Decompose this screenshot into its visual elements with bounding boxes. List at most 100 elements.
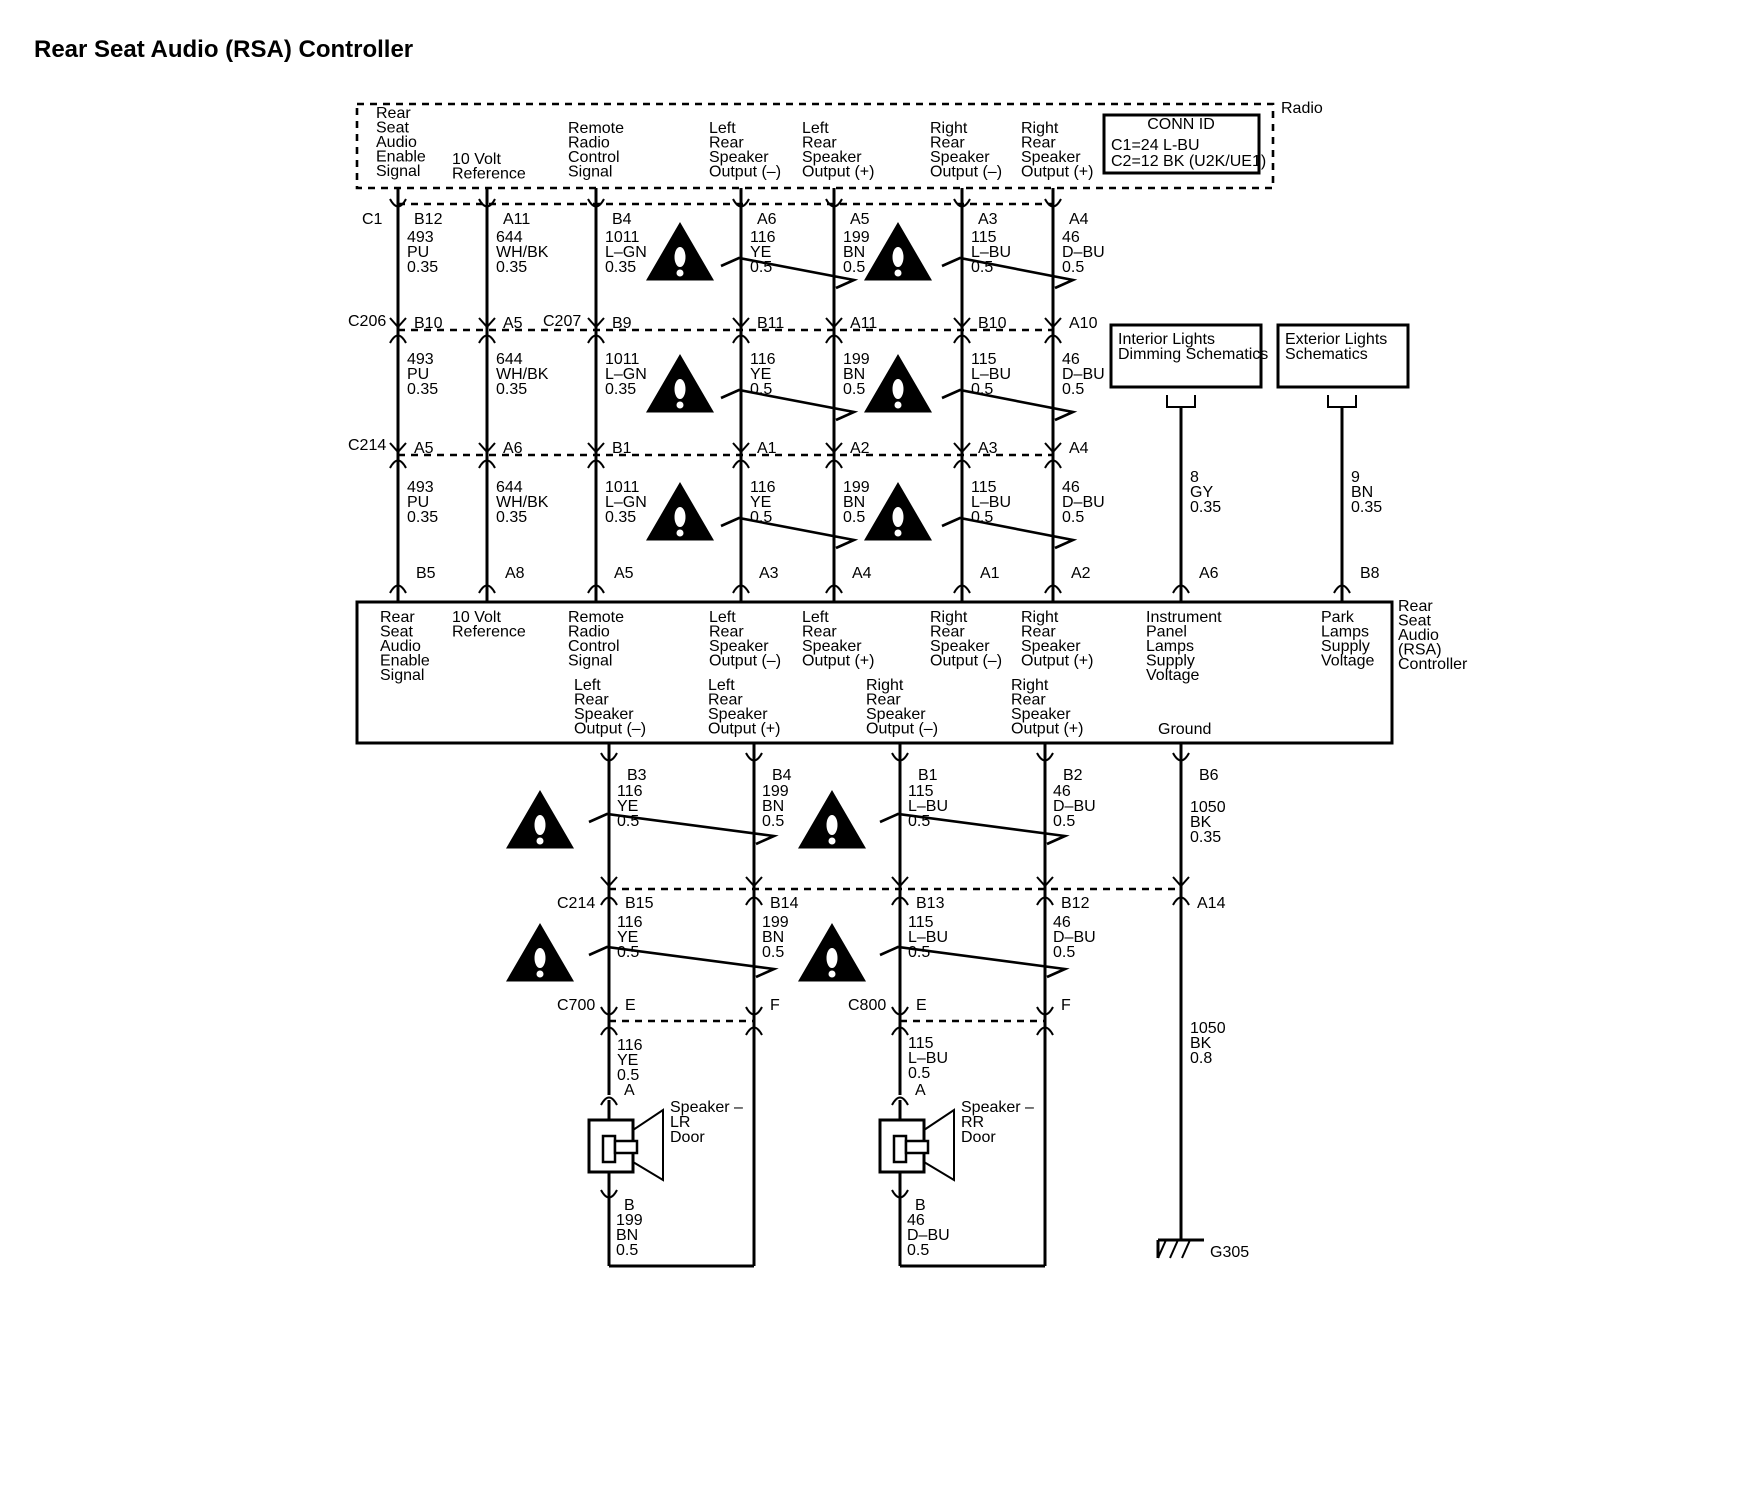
speaker-lr-coil: [601, 1134, 617, 1164]
radio-pin-7: A4: [1069, 211, 1089, 228]
seg2-circuit-1: 493: [407, 351, 434, 368]
seg3-circuit-7: 46: [1062, 479, 1080, 496]
rsa-top-label-3-line-4: Signal: [568, 653, 612, 670]
exterior-lights-bracket: [1327, 395, 1357, 408]
rsa-top-label-7-line-2: Rear: [1021, 624, 1056, 641]
c214-lower-female-3: [891, 896, 909, 906]
c700-pin-b: F: [770, 997, 780, 1014]
seg1-size-4: 0.5: [750, 259, 772, 276]
interior-wire-color: GY: [1190, 484, 1213, 501]
seg2-size-3: 0.35: [605, 381, 636, 398]
seg2-color-2: WH/BK: [496, 366, 549, 383]
seg3-size-3: 0.35: [605, 509, 636, 526]
rsa-top-label-4-line-1: Left: [709, 609, 736, 626]
rsa-top-label-6-line-1: Right: [930, 609, 968, 626]
interior-wire-size: 0.35: [1190, 499, 1221, 516]
c214-upper-male-7: [1044, 442, 1062, 454]
low1-twist-left: [588, 812, 779, 846]
seg2-circuit-4: 116: [750, 351, 776, 368]
rsa-top-terminal-5: [825, 584, 843, 594]
c214-lower-pin-1: B15: [625, 895, 654, 912]
seg1-size-3: 0.35: [605, 259, 636, 276]
radio-pin-label-4-line-4: Output (–): [709, 164, 781, 181]
ground-hatch-3: [1181, 1239, 1191, 1259]
radio-pin-label-1-line-3: Audio: [376, 134, 417, 151]
radio-pin-label-4-line-1: Left: [709, 120, 736, 137]
c214-lower-name: C214: [557, 895, 595, 912]
c206-male-1: [389, 317, 407, 329]
rsa-bottom-label-4-line-3: Speaker: [1011, 706, 1071, 723]
radio-pin-6: A3: [978, 211, 998, 228]
c206-pin-2: A5: [503, 315, 523, 332]
seg1-circuit-4: 116: [750, 229, 776, 246]
conn-id-header: CONN ID: [1147, 116, 1215, 133]
low2-size-4: 0.5: [1053, 944, 1075, 961]
c214-upper-female-3: [587, 459, 605, 469]
seg2-warning-right-icon-dot: [894, 401, 902, 409]
radio-pin-label-3-line-2: Radio: [568, 135, 610, 152]
rsa-top-pin-9: B8: [1360, 565, 1380, 582]
rsa-top-terminal-4: [732, 584, 750, 594]
radio-pin-label-2-line-1: 10 Volt: [452, 151, 501, 168]
speaker-lr-cone: [632, 1108, 664, 1182]
radio-pin-label-4-line-2: Rear: [709, 135, 744, 152]
seg3-twist-right: [941, 516, 1078, 550]
radio-pin-2: A11: [503, 211, 530, 228]
rsa-controller-label-line-3: Audio: [1398, 627, 1439, 644]
c214-lower-male-3: [891, 876, 909, 888]
rsa-top-label-9-line-4: Voltage: [1321, 653, 1374, 670]
low1-color-3: L–BU: [908, 798, 948, 815]
radio-terminal-1: [389, 198, 407, 208]
rsa-top-label-8-line-2: Panel: [1146, 624, 1187, 641]
seg1-warning-right-icon-dot: [894, 269, 902, 277]
radio-connector-c1: C1: [362, 211, 383, 228]
c207-name: C207: [543, 313, 581, 330]
c214-lower-pin-3: B13: [916, 895, 945, 912]
rsa-top-label-7-line-1: Right: [1021, 609, 1059, 626]
lr-a-color: YE: [617, 1052, 638, 1069]
low2-warning-right-icon-mark: [826, 948, 838, 968]
c214-upper-male-6: [953, 442, 971, 454]
ground-hatch-1: [1157, 1239, 1167, 1259]
seg1-twist-right: [941, 256, 1078, 290]
rsa-top-label-1-line-3: Audio: [380, 638, 421, 655]
rsa-top-label-1-line-2: Seat: [380, 624, 413, 641]
rsa-top-terminal-8: [1172, 584, 1190, 594]
rsa-top-terminal-6: [953, 584, 971, 594]
rsa-top-pin-3: A5: [614, 565, 634, 582]
low2-color-1: YE: [617, 929, 638, 946]
radio-pin-label-1-line-1: Rear: [376, 105, 411, 122]
speaker-rr-pin-b: B: [915, 1197, 926, 1214]
seg2-color-5: BN: [843, 366, 865, 383]
rsa-bottom-label-3-line-2: Rear: [866, 692, 901, 709]
rsa-top-pin-7: A2: [1071, 565, 1091, 582]
low1-size-4: 0.5: [1053, 813, 1075, 830]
ground-wire-size: 0.35: [1190, 829, 1221, 846]
c214-lower-female-2: [745, 896, 763, 906]
seg3-circuit-1: 493: [407, 479, 434, 496]
seg3-twist-left: [720, 516, 859, 550]
c206-pin-6: B10: [978, 315, 1007, 332]
wire-layer: [396, 132, 1344, 1268]
seg2-circuit-7: 46: [1062, 351, 1080, 368]
speaker-lr-terminal-b: [600, 1189, 618, 1199]
radio-terminal-6: [953, 198, 971, 208]
rsa-top-label-5-line-1: Left: [802, 609, 829, 626]
seg1-color-6: L–BU: [971, 244, 1011, 261]
rsa-top-label-5-line-3: Speaker: [802, 638, 862, 655]
speaker-lr-pin-b: B: [624, 1197, 635, 1214]
radio-pin-5: A5: [850, 211, 870, 228]
seg1-circuit-7: 46: [1062, 229, 1080, 246]
radio-terminal-2: [478, 198, 496, 208]
low2-warning-left-icon-dot: [536, 970, 544, 978]
speaker-lr-b-color: BN: [616, 1227, 638, 1244]
seg2-circuit-3: 1011: [605, 351, 640, 368]
radio-pin-label-2-line-2: Reference: [452, 166, 526, 183]
radio-pin-label-6-line-3: Speaker: [930, 149, 990, 166]
low1-warning-right-icon-dot: [828, 837, 836, 845]
radio-pin-label-7-line-2: Rear: [1021, 135, 1056, 152]
ground-lower-color: BK: [1190, 1035, 1212, 1052]
c214-upper-pin-3: B1: [612, 440, 632, 457]
c700-male-a: [600, 1006, 618, 1016]
